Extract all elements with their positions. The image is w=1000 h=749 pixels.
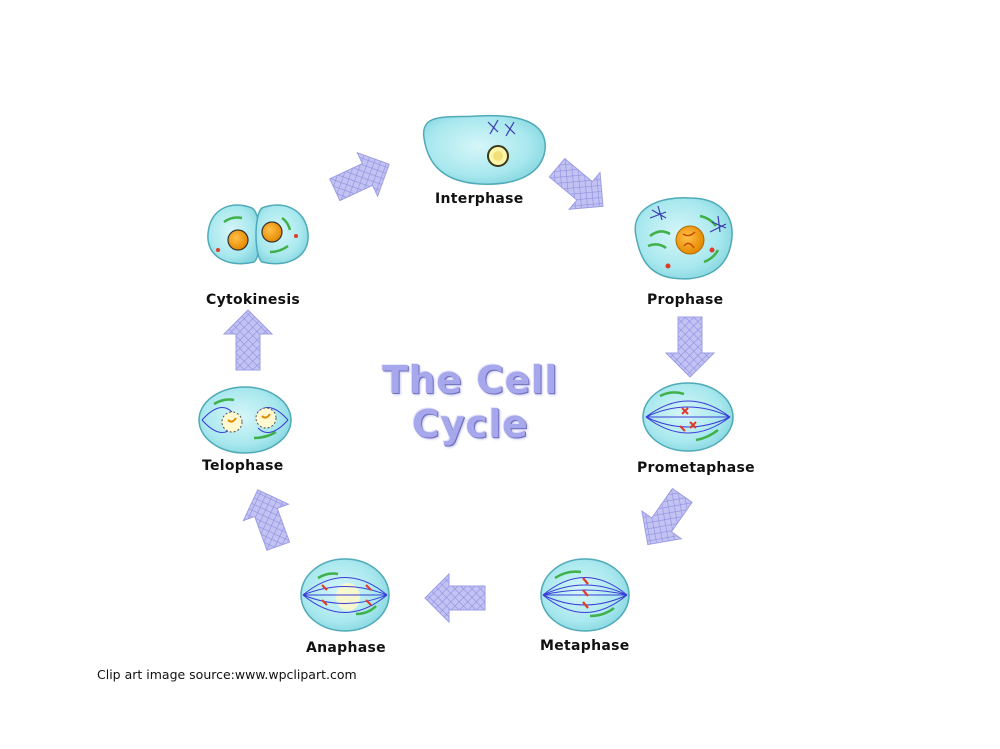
phase-label-prometaphase: Prometaphase [637,460,755,476]
arrow-prometaphase-to-metaphase [627,481,703,559]
phase-label-prophase: Prophase [647,292,724,308]
phase-label-anaphase: Anaphase [306,640,386,656]
spindle-icon [645,400,731,434]
phase-label-telophase: Telophase [202,458,284,474]
telophase-cell [198,386,292,454]
diagram-title: The Cell Cycle [382,358,558,446]
chromosome-icon [321,584,372,606]
arrow-telophase-to-cytokinesis [223,309,273,371]
spindle-icon [302,577,388,613]
arrow-interphase-to-prophase [541,148,619,226]
chromosome-icon [679,407,697,432]
centrosome-icon [649,205,727,233]
phase-label-metaphase: Metaphase [540,638,630,654]
metaphase-cell [540,558,630,632]
arrow-metaphase-to-anaphase [424,573,486,623]
interphase-cell [422,114,546,185]
organelle-icon [647,214,720,264]
nucleus-icon [227,229,249,251]
centrosome-icon [487,119,516,137]
nucleus-icon [261,221,283,243]
prophase-cell [634,197,733,280]
arrow-cytokinesis-to-interphase [324,142,400,212]
anaphase-cell [300,558,390,632]
prometaphase-cell [642,382,734,452]
phase-label-interphase: Interphase [435,191,524,207]
nucleus-icon [675,225,705,255]
arrow-prophase-to-prometaphase [665,316,715,378]
source-caption: Clip art image source:www.wpclipart.com [97,667,357,682]
chromosome-icon [582,577,589,609]
phase-label-cytokinesis: Cytokinesis [206,292,301,308]
arrow-anaphase-to-telophase [234,481,302,555]
cytokinesis-cells [207,204,309,265]
